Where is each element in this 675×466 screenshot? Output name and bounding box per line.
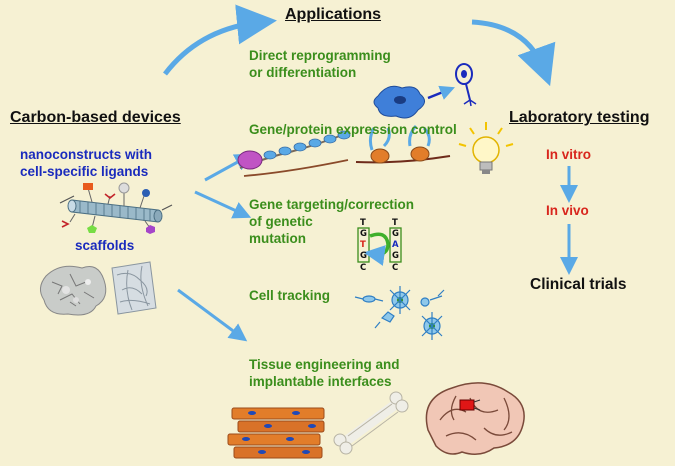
- dna-left-base-2: G: [360, 229, 367, 239]
- neuron-icon: [455, 63, 477, 107]
- arrow-to-tissue: [177, 288, 248, 342]
- app-targeting-line2: of genetic: [249, 214, 313, 229]
- devices-title: Carbon-based devices: [10, 109, 181, 126]
- transcription-icon: [355, 124, 451, 164]
- dna-right-base-5: C: [392, 263, 399, 273]
- dna-right-base-1: T: [392, 218, 398, 228]
- dna-right-base-2: G: [392, 229, 399, 239]
- dna-left-base-3: T: [360, 240, 366, 250]
- app-targeting-line1: Gene targeting/correction: [249, 197, 415, 212]
- scaffold-icon-1: [40, 265, 107, 316]
- bone-icon: [333, 391, 409, 455]
- dna-left-base-1: T: [360, 218, 366, 228]
- stem-cell-icon: [373, 85, 425, 119]
- muscle-fibers-icon: [227, 407, 325, 459]
- applications-title: Applications: [285, 6, 382, 23]
- app-expression-control: Gene/protein expression control: [249, 122, 457, 137]
- in-vitro-label: In vitro: [546, 147, 592, 162]
- brain-implant-icon: [425, 382, 525, 455]
- dna-correction-icon: [357, 227, 402, 266]
- tracked-cells-icon: [354, 286, 445, 340]
- chromatin-icon: [237, 130, 351, 177]
- dna-left-base-4: G: [360, 251, 367, 261]
- dna-left-base-5: C: [360, 263, 367, 273]
- curved-arrow-right: [471, 19, 556, 87]
- nanoconstructs-line1: nanoconstructs with: [20, 147, 153, 162]
- dna-right-base-3: A: [392, 240, 399, 250]
- scaffold-icon-2: [111, 261, 157, 315]
- app-reprogramming-line2: or differentiation: [249, 65, 357, 80]
- differentiation-arrow: [427, 85, 455, 100]
- dna-right-base-4: G: [392, 251, 399, 261]
- arrow-to-targeting: [194, 190, 252, 219]
- app-tissue-line1: Tissue engineering and: [249, 357, 400, 372]
- scaffolds-label: scaffolds: [75, 238, 135, 253]
- nanotube-icon: [59, 182, 173, 234]
- app-tissue-line2: implantable interfaces: [249, 374, 392, 389]
- app-targeting-line3: mutation: [249, 231, 306, 246]
- clinical-trials-label: Clinical trials: [530, 276, 627, 293]
- testing-title: Laboratory testing: [509, 109, 650, 126]
- nanoconstructs-line2: cell-specific ligands: [20, 164, 149, 179]
- app-reprogramming-line1: Direct reprogramming: [249, 48, 391, 63]
- curved-arrow-left: [163, 4, 277, 76]
- in-vivo-label: In vivo: [546, 203, 589, 218]
- app-cell-tracking: Cell tracking: [249, 288, 331, 303]
- light-bulb-icon: [458, 122, 514, 174]
